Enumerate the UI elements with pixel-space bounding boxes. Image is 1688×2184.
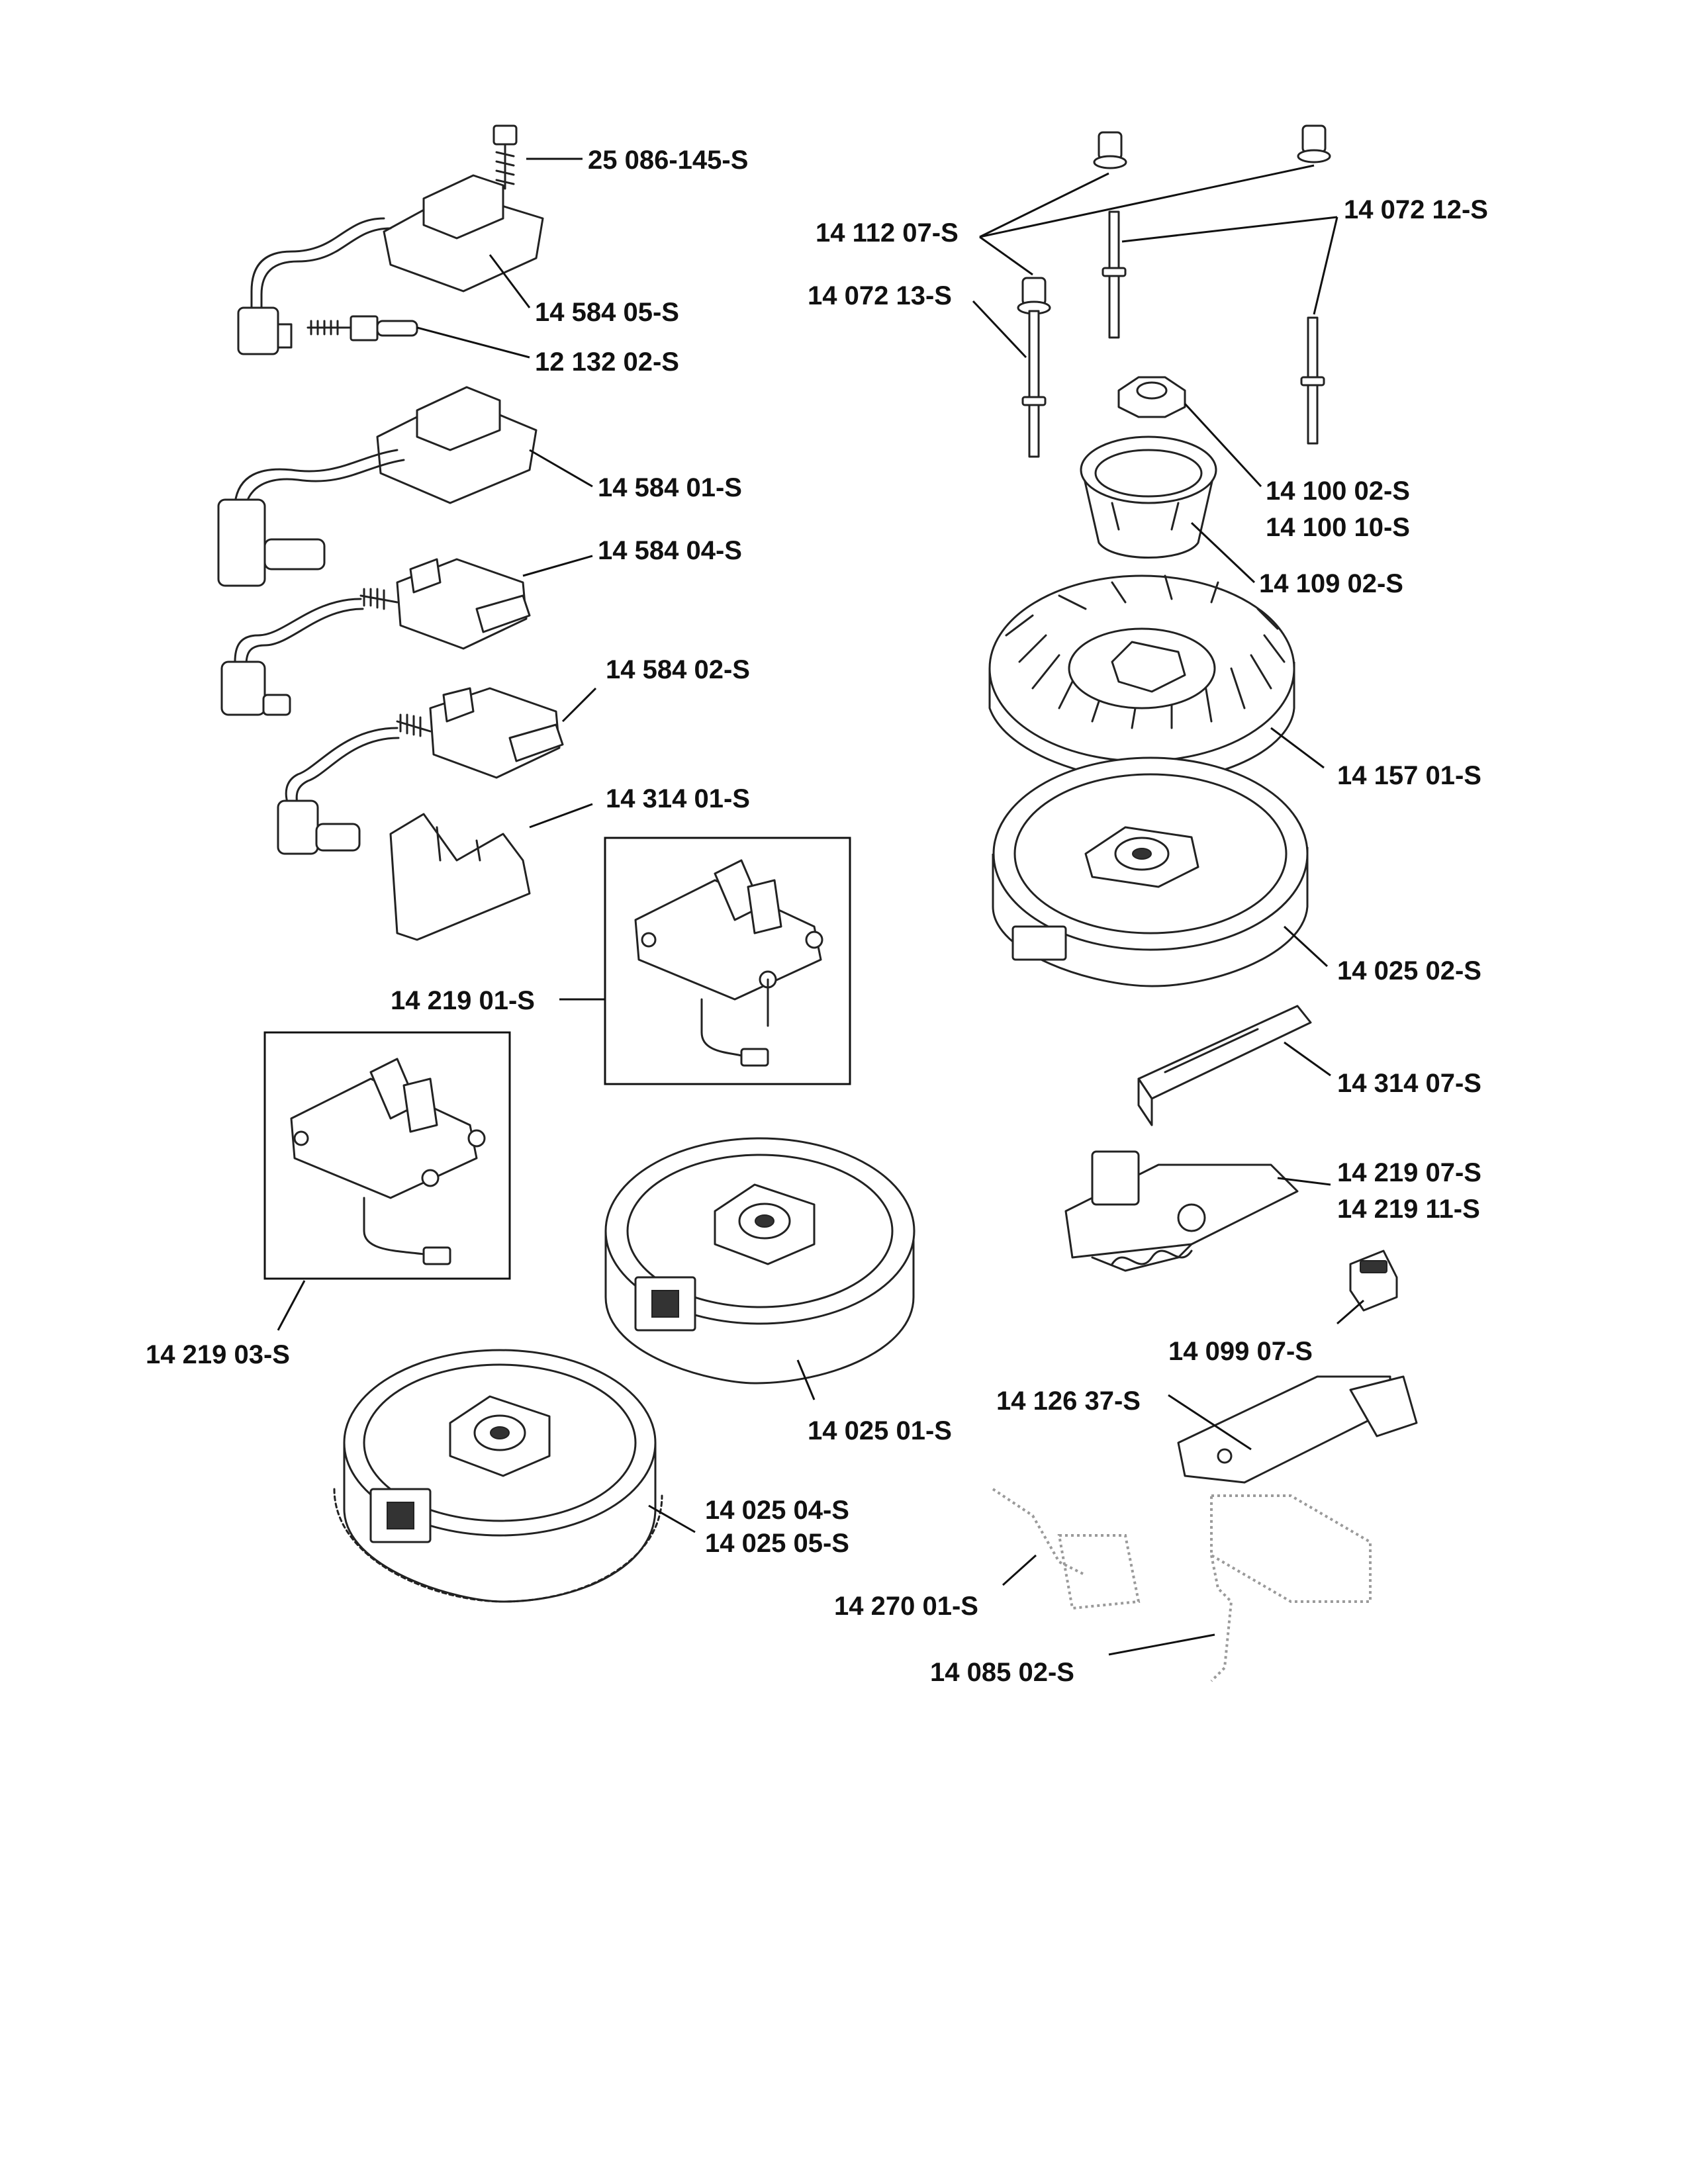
part-label: 14 584 05-S bbox=[535, 298, 679, 327]
part-label: 14 072 13-S bbox=[808, 281, 952, 310]
ignition-module-drawing bbox=[634, 859, 823, 1067]
rocker-switch-drawing bbox=[1349, 1250, 1398, 1312]
part-label: 14 112 07-S bbox=[816, 218, 959, 248]
part-label: 14 099 07-S bbox=[1168, 1337, 1313, 1366]
part-label: 14 270 01-S bbox=[834, 1592, 978, 1621]
part-label: 14 219 07-S bbox=[1337, 1158, 1481, 1187]
part-label: 14 584 02-S bbox=[606, 655, 750, 684]
part-label: 14 314 07-S bbox=[1337, 1069, 1481, 1098]
part-label: 14 219 03-S bbox=[146, 1340, 290, 1369]
ignition-module-alt-drawing bbox=[290, 1058, 486, 1265]
cooling-fan-drawing bbox=[988, 574, 1295, 782]
switch-bracket-drawing bbox=[1177, 1375, 1418, 1484]
part-label: 14 100 02-S bbox=[1266, 477, 1410, 506]
part-label: 14 025 02-S bbox=[1337, 956, 1481, 985]
part-label: 14 157 01-S bbox=[1337, 761, 1481, 790]
ignition-coil-drawing bbox=[237, 174, 544, 355]
spark-plug-drawing bbox=[306, 315, 418, 341]
starter-cup-drawing bbox=[1080, 435, 1217, 559]
leader-lines bbox=[277, 158, 1364, 1656]
stop-switch-bracket-drawing bbox=[1064, 1150, 1299, 1272]
part-label: 14 085 02-S bbox=[930, 1658, 1074, 1687]
part-label: 14 100 10-S bbox=[1266, 513, 1410, 542]
part-label: 14 025 05-S bbox=[705, 1529, 849, 1558]
stud-bolt-short-drawing bbox=[1021, 310, 1047, 458]
part-label: 14 219 11-S bbox=[1337, 1195, 1480, 1224]
stud-bolt-drawing bbox=[1102, 210, 1325, 445]
part-label: 25 086-145-S bbox=[588, 146, 748, 175]
flywheel-drawing bbox=[604, 1137, 915, 1385]
part-label: 14 072 12-S bbox=[1344, 195, 1488, 224]
part-label: 14 025 04-S bbox=[705, 1496, 849, 1525]
air-guide-bracket-drawing bbox=[1137, 1005, 1312, 1126]
part-label: 12 132 02-S bbox=[535, 347, 679, 377]
screw-drawing bbox=[492, 124, 518, 190]
wire-harness-drawing bbox=[992, 1488, 1372, 1682]
hex-nut-drawing bbox=[1117, 376, 1186, 418]
part-label: 14 126 37-S bbox=[996, 1387, 1141, 1416]
part-label: 14 314 01-S bbox=[606, 784, 750, 813]
part-label: 14 584 01-S bbox=[598, 473, 742, 502]
ignition-coil-module-alt-drawing bbox=[277, 687, 564, 855]
ignition-module-box bbox=[604, 837, 851, 1085]
ignition-coil-alt-drawing bbox=[217, 386, 538, 587]
flywheel-alt-drawing bbox=[992, 756, 1309, 987]
flange-nut-drawing bbox=[1017, 124, 1331, 315]
part-labels: 25 086-145-S 14 584 05-S 12 132 02-S 14 … bbox=[146, 146, 1488, 1687]
part-label: 14 584 04-S bbox=[598, 536, 742, 565]
flywheel-ring-gear-drawing bbox=[333, 1349, 663, 1603]
shield-plate-drawing bbox=[389, 813, 531, 941]
ignition-module-alt-box bbox=[263, 1031, 511, 1280]
part-label: 14 025 01-S bbox=[808, 1416, 952, 1445]
part-label: 14 109 02-S bbox=[1259, 569, 1403, 598]
part-label: 14 219 01-S bbox=[391, 986, 535, 1015]
ignition-coil-module-drawing bbox=[220, 558, 531, 716]
